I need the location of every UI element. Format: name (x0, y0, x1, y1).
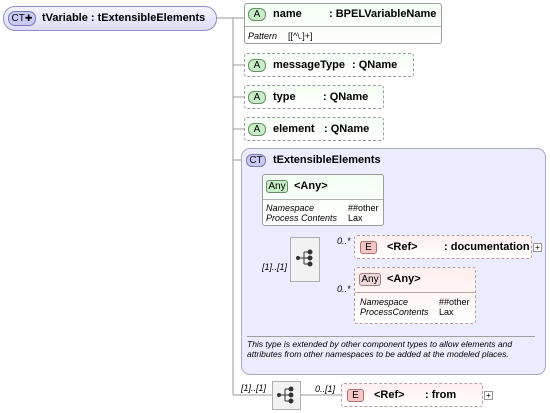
element-documentation[interactable]: E <Ref> : documentation (354, 235, 532, 259)
complex-type-badge: CT✚ (8, 11, 36, 26)
sequence-icon (296, 249, 313, 267)
namespace-label: Namespace (360, 297, 409, 307)
attribute-name[interactable]: A name : BPELVariableName Pattern [[^\.]… (244, 3, 442, 44)
from-cardinality: 0..[1] (315, 384, 336, 394)
documentation-cardinality: 0..* (337, 236, 351, 246)
any-badge: Any (359, 273, 381, 286)
namespace-value: ##other (348, 203, 379, 213)
pattern-value: [[^\.]+] (288, 31, 313, 41)
bottom-sequence-cardinality: [1]..[1] (241, 383, 267, 393)
sequence-cardinality: [1]..[1] (262, 262, 288, 272)
complex-type-badge: CT (246, 154, 266, 167)
attribute-badge: A (248, 8, 266, 21)
process-contents-label: Process Contents (266, 213, 338, 223)
from-ref: <Ref> (374, 389, 405, 401)
any-element[interactable]: Any <Any> Namespace ##other ProcessConte… (354, 267, 476, 324)
extension-title: tExtensibleElements (273, 154, 381, 166)
attribute-name-label: name (273, 8, 302, 20)
separator (355, 292, 475, 293)
attribute-messagetype-type: : QName (352, 59, 398, 71)
any-attribute[interactable]: Any <Any> Namespace ##other Process Cont… (262, 174, 384, 226)
attribute-type-type: : QName (323, 91, 369, 103)
attribute-messagetype-label: messageType (273, 59, 345, 71)
attribute-badge: A (248, 91, 266, 104)
attribute-type-label: type (273, 91, 296, 103)
expand-icon[interactable]: + (533, 243, 542, 252)
separator (245, 26, 441, 27)
element-badge: E (347, 389, 364, 402)
any-element-cardinality: 0..* (337, 284, 351, 294)
separator (247, 336, 535, 337)
process-contents-value: Lax (439, 307, 454, 317)
process-contents-label: ProcessContents (360, 307, 429, 317)
pattern-label: Pattern (248, 31, 278, 41)
any-element-label: <Any> (387, 273, 421, 285)
attribute-element[interactable]: A element : QName (244, 117, 384, 141)
element-badge: E (360, 241, 377, 254)
separator (263, 199, 383, 200)
sequence-compositor[interactable] (290, 237, 320, 282)
from-name: : from (425, 389, 457, 401)
any-attribute-label: <Any> (294, 180, 328, 192)
plus-icon: ✚ (24, 13, 33, 23)
attribute-badge: A (248, 59, 266, 72)
namespace-value: ##other (439, 297, 470, 307)
attribute-name-type: : BPELVariableName (329, 8, 437, 20)
root-complex-type[interactable]: CT✚ tVariable : tExtensibleElements (3, 6, 217, 31)
any-badge: Any (266, 180, 288, 193)
namespace-label: Namespace (266, 203, 315, 213)
attribute-element-type: : QName (324, 123, 370, 135)
attribute-badge: A (248, 123, 266, 136)
extension-note: This type is extended by other component… (247, 339, 513, 359)
badge-text: CT (11, 13, 25, 24)
documentation-ref: <Ref> (387, 241, 418, 253)
attribute-type[interactable]: A type : QName (244, 85, 384, 109)
element-from[interactable]: E <Ref> : from (341, 383, 483, 407)
root-title: tVariable : tExtensibleElements (42, 12, 206, 24)
attribute-messagetype[interactable]: A messageType : QName (244, 53, 414, 77)
documentation-name: : documentation (444, 241, 530, 253)
bottom-sequence-compositor[interactable] (272, 381, 301, 410)
process-contents-value: Lax (348, 213, 363, 223)
attribute-element-label: element (273, 123, 315, 135)
sequence-icon (277, 386, 294, 404)
expand-icon[interactable]: + (484, 391, 493, 400)
